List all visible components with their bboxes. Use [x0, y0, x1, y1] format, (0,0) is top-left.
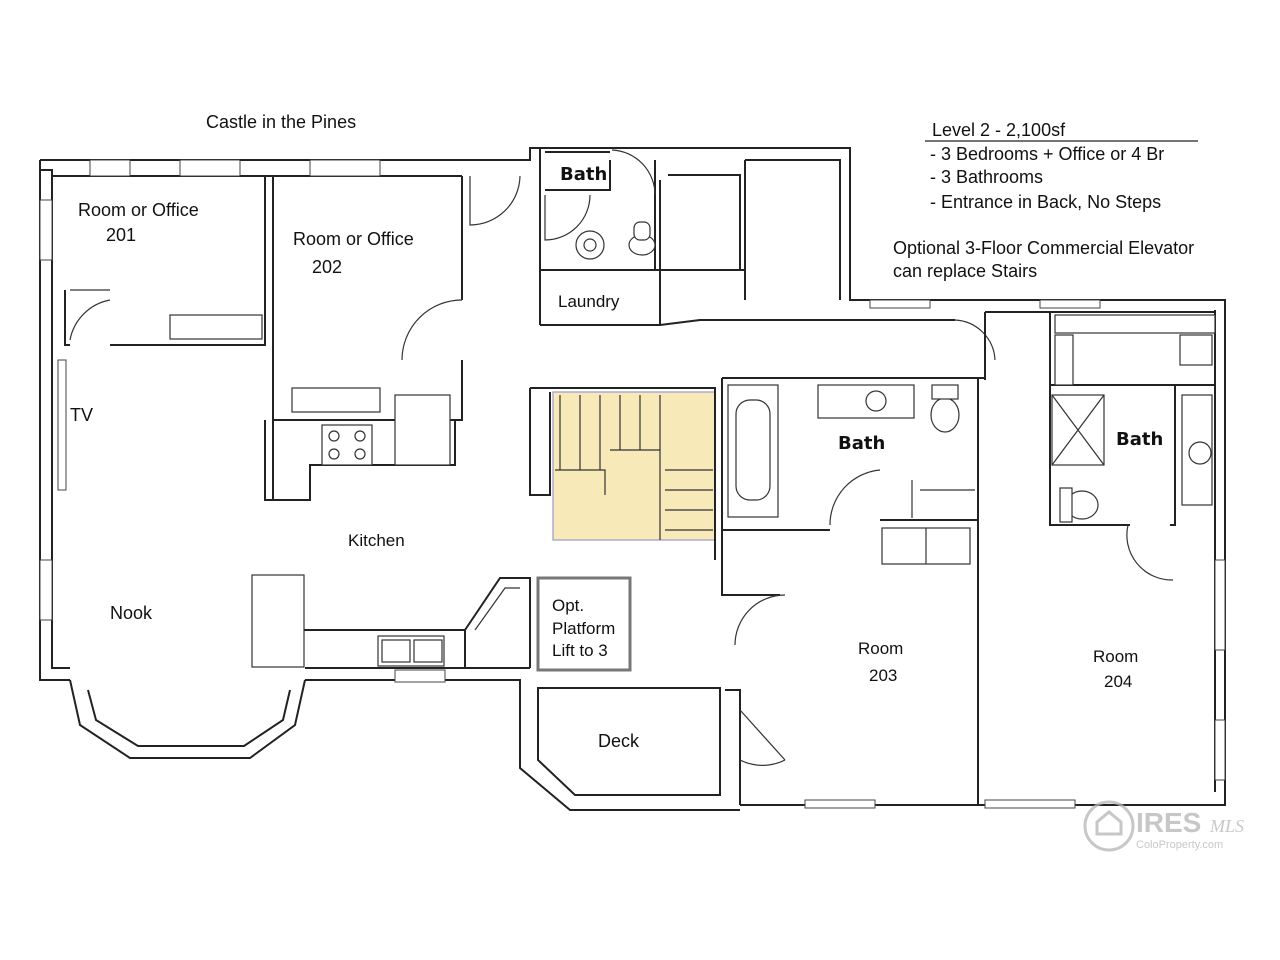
kitchen-label: Kitchen	[348, 531, 405, 550]
summary-heading: Level 2 - 2,100sf	[932, 120, 1066, 140]
summary-item: - Entrance in Back, No Steps	[930, 192, 1161, 212]
plan-title: Castle in the Pines	[206, 112, 356, 132]
windows	[39, 159, 1226, 809]
deck	[537, 687, 721, 796]
stair-area	[552, 391, 716, 541]
room-204-number: 204	[1104, 672, 1132, 691]
labels: Castle in the Pines Level 2 - 2,100sf - …	[70, 112, 1198, 751]
ires-watermark: IRES MLS ColoProperty.com	[1083, 800, 1244, 852]
elevator-note-line: Optional 3-Floor Commercial Elevator	[893, 238, 1194, 258]
lift-label-line: Platform	[552, 619, 615, 638]
watermark-mls: MLS	[1209, 816, 1244, 836]
laundry-label: Laundry	[558, 292, 620, 311]
summary-item: - 3 Bedrooms + Office or 4 Br	[930, 144, 1164, 164]
bath-mid-room-203	[721, 377, 979, 805]
bath-mid-label: Bath	[838, 433, 885, 454]
lift-label-line: Lift to 3	[552, 641, 608, 660]
bath-right-label: Bath	[1116, 429, 1163, 450]
lift-label-line: Opt.	[552, 596, 584, 615]
kitchen-counters	[251, 394, 531, 668]
room-203-label: Room	[858, 639, 903, 658]
watermark-brand: IRES	[1136, 807, 1201, 838]
room-201-number: 201	[106, 225, 136, 245]
deck-label: Deck	[598, 731, 640, 751]
room-202-label: Room or Office	[293, 229, 414, 249]
tv-label: TV	[70, 405, 93, 425]
bath-top-laundry	[469, 149, 996, 361]
watermark-site: ColoProperty.com	[1136, 839, 1223, 851]
nook-label: Nook	[110, 603, 153, 623]
watermark-ring	[1083, 800, 1135, 852]
room-203-number: 203	[869, 666, 897, 685]
room-201	[64, 176, 274, 500]
summary-item: - 3 Bathrooms	[930, 167, 1043, 187]
platform-lift-box	[536, 576, 632, 672]
elevator-note-line: can replace Stairs	[893, 261, 1037, 281]
house-icon	[1095, 810, 1123, 836]
bath-right-room-204	[978, 312, 1216, 581]
room-204-label: Room	[1093, 647, 1138, 666]
room-202	[273, 176, 463, 421]
room-201-label: Room or Office	[78, 200, 199, 220]
bath-top-label: Bath	[560, 164, 607, 185]
room-202-number: 202	[312, 257, 342, 277]
stairs	[529, 387, 716, 560]
